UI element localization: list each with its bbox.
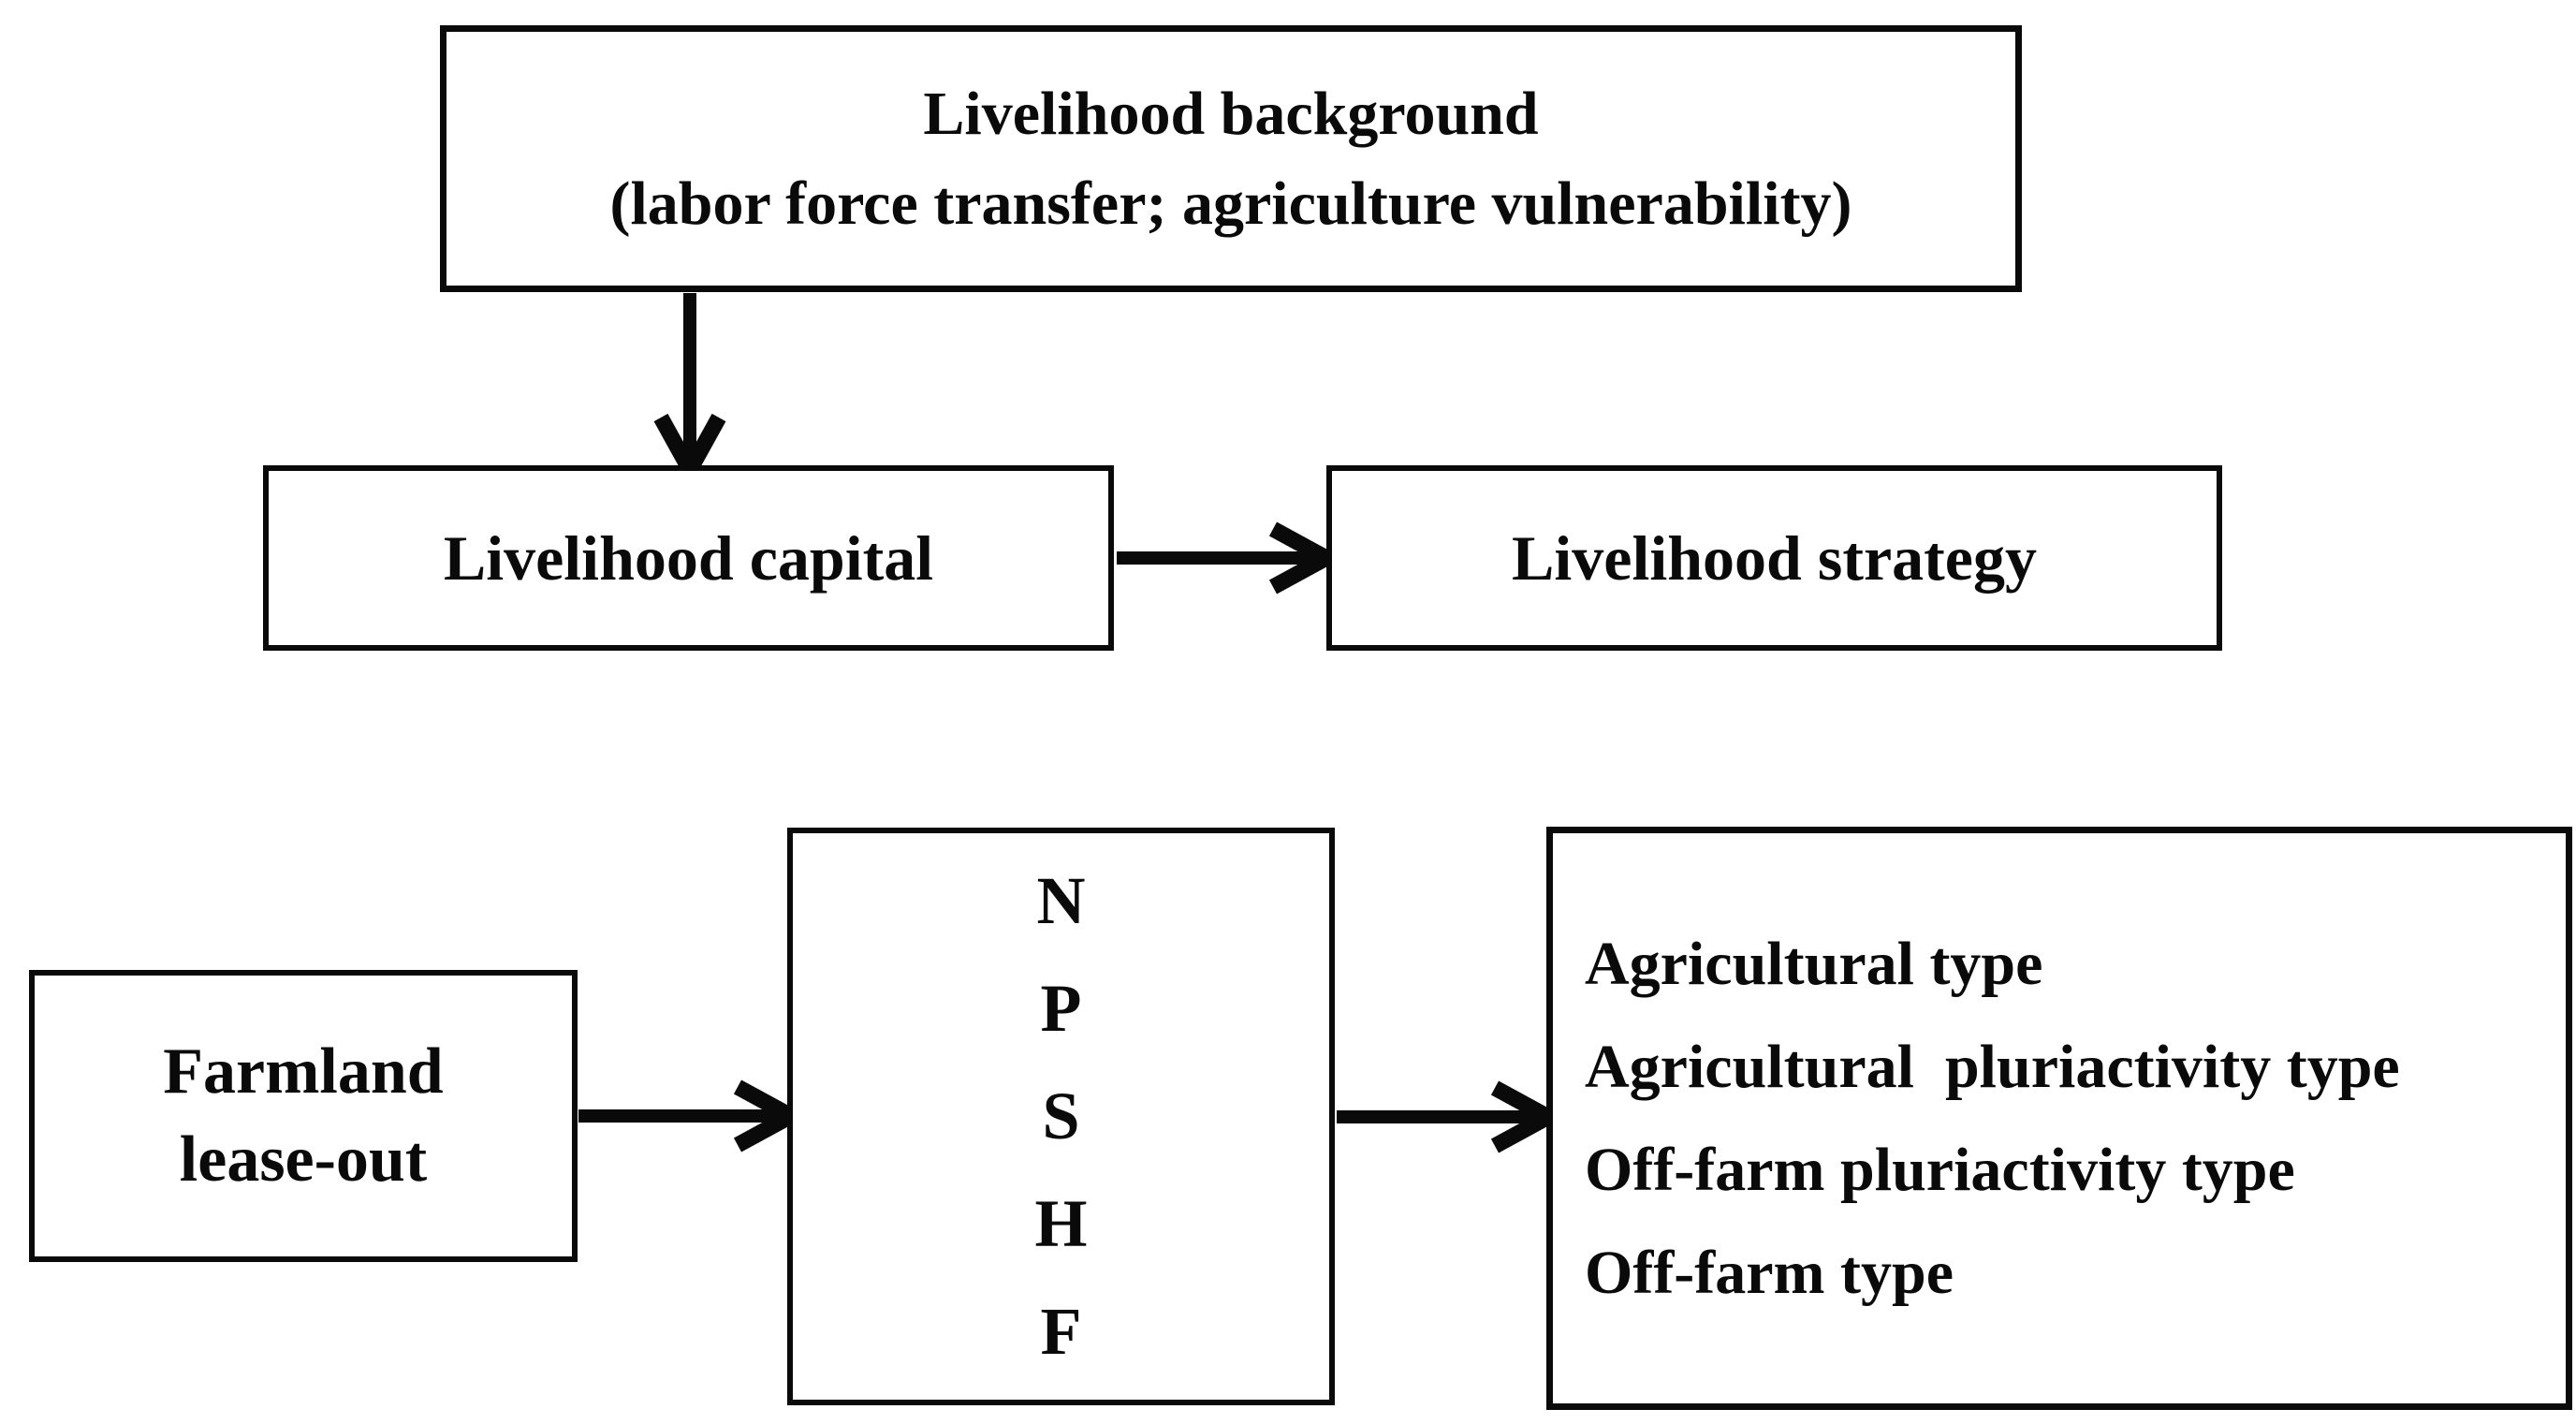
strategy-type-agricultural-pluriactivity: Agricultural pluriactivity type xyxy=(1585,1032,2400,1101)
lease-out-line: lease-out xyxy=(179,1123,428,1196)
livelihood-capital-label: Livelihood capital xyxy=(443,521,934,594)
livelihood-capital-box: Livelihood capital xyxy=(263,465,1114,651)
livelihood-strategy-box: Livelihood strategy xyxy=(1326,465,2222,651)
strategy-type-off-farm-pluriactivity: Off-farm pluriactivity type xyxy=(1585,1135,2295,1204)
arrow-farmland-to-letters-icon xyxy=(578,1079,796,1152)
strategy-types-box: Agricultural type Agricultural pluriacti… xyxy=(1546,827,2572,1410)
arrow-background-to-capital-icon xyxy=(653,293,726,475)
farmland-line: Farmland xyxy=(163,1035,444,1108)
capital-letter-f: F xyxy=(1040,1294,1082,1369)
capital-letter-s: S xyxy=(1042,1079,1080,1153)
livelihood-background-box: Livelihood background (labor force trans… xyxy=(440,25,2022,292)
arrow-letters-to-types-icon xyxy=(1337,1080,1553,1153)
strategy-type-agricultural: Agricultural type xyxy=(1585,929,2043,998)
strategy-type-off-farm: Off-farm type xyxy=(1585,1238,1954,1307)
capital-letter-p: P xyxy=(1040,971,1082,1046)
livelihood-background-subtitle: (labor force transfer; agriculture vulne… xyxy=(609,169,1852,238)
livelihood-strategy-label: Livelihood strategy xyxy=(1512,521,2037,594)
capital-letters-box: N P S H F xyxy=(787,828,1335,1405)
arrow-capital-to-strategy-icon xyxy=(1117,521,1331,595)
capital-letter-h: H xyxy=(1034,1186,1088,1261)
capital-letter-n: N xyxy=(1036,863,1086,938)
farmland-lease-out-box: Farmland lease-out xyxy=(29,970,578,1262)
livelihood-background-title: Livelihood background xyxy=(923,79,1539,148)
